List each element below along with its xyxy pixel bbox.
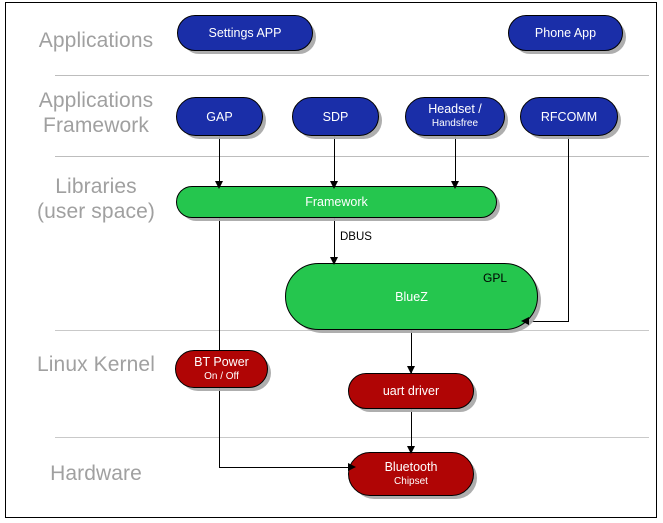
- node-sdp[interactable]: SDP: [292, 97, 379, 136]
- node-bt-power-label: BT Power: [194, 354, 249, 369]
- edge-rfcomm-to-bluez-arrow: [521, 317, 529, 325]
- edge-bluez-to-uart-line: [411, 329, 412, 373]
- node-headset-handsfree-label: Headset /: [428, 102, 482, 116]
- layer-label-libraries: Libraries (user space): [37, 175, 155, 223]
- edge-uart-to-chipset-line: [411, 408, 412, 453]
- node-phone-app[interactable]: Phone App: [508, 15, 623, 51]
- node-gap-label: GAP: [206, 109, 233, 124]
- divider-framework: [55, 156, 649, 157]
- layer-label-applications: Applications: [38, 29, 154, 52]
- layer-label-hardware: Hardware: [50, 462, 142, 485]
- node-bluez-label: BlueZ: [395, 289, 428, 304]
- node-settings-app-label: Settings APP: [208, 26, 282, 40]
- edge-rfcomm-horizontal-line: [527, 321, 569, 322]
- edge-headset-to-framework-arrow: [451, 181, 459, 189]
- divider-applications: [55, 75, 649, 76]
- edge-sdp-to-framework-arrow: [330, 181, 338, 189]
- edge-gap-to-framework-line: [219, 136, 220, 189]
- node-bluez[interactable]: BlueZ: [285, 263, 538, 330]
- node-bt-power[interactable]: BT Power On / Off: [175, 350, 268, 388]
- node-settings-app[interactable]: Settings APP: [177, 15, 313, 51]
- node-bt-power-sublabel: On / Off: [204, 370, 239, 382]
- node-headset-handsfree[interactable]: Headset / Handsfree: [405, 97, 505, 136]
- edge-rfcomm-vertical-line: [568, 136, 569, 322]
- divider-libraries: [55, 330, 649, 331]
- edge-framework-to-bluez-line: [334, 216, 335, 264]
- edge-framework-to-chipset-arrow: [348, 463, 356, 471]
- edge-framework-to-chipset-horizontal-line: [219, 467, 351, 468]
- node-gap[interactable]: GAP: [176, 97, 263, 136]
- edge-framework-to-bluez-arrow: [330, 257, 338, 265]
- edge-gap-to-framework-arrow: [215, 181, 223, 189]
- edge-headset-to-framework-line: [455, 136, 456, 189]
- node-phone-app-label: Phone App: [534, 26, 597, 40]
- node-bluetooth-chipset[interactable]: Bluetooth Chipset: [348, 452, 474, 496]
- node-headset-handsfree-sublabel: Handsfree: [431, 118, 479, 129]
- node-bluetooth-chipset-sublabel: Chipset: [394, 475, 428, 487]
- divider-kernel: [55, 437, 649, 438]
- node-rfcomm-label: RFCOMM: [540, 109, 598, 124]
- node-framework[interactable]: Framework: [176, 186, 497, 218]
- edge-uart-to-chipset-arrow: [407, 446, 415, 454]
- layer-label-linux-kernel: Linux Kernel: [37, 353, 155, 376]
- node-framework-label: Framework: [305, 195, 368, 209]
- node-sdp-label: SDP: [322, 109, 349, 124]
- node-bluetooth-chipset-label: Bluetooth: [384, 459, 438, 474]
- edge-sdp-to-framework-line: [334, 136, 335, 189]
- edge-framework-to-chipset-vertical-line: [219, 216, 220, 468]
- node-uart-driver-label: uart driver: [382, 384, 440, 398]
- dbus-edge-label: DBUS: [340, 231, 372, 243]
- edge-bluez-to-uart-arrow: [407, 366, 415, 374]
- node-uart-driver[interactable]: uart driver: [348, 373, 474, 409]
- layer-label-applications-framework: Applications Framework: [38, 89, 154, 137]
- node-rfcomm[interactable]: RFCOMM: [520, 97, 618, 136]
- gpl-annotation: GPL: [483, 271, 508, 285]
